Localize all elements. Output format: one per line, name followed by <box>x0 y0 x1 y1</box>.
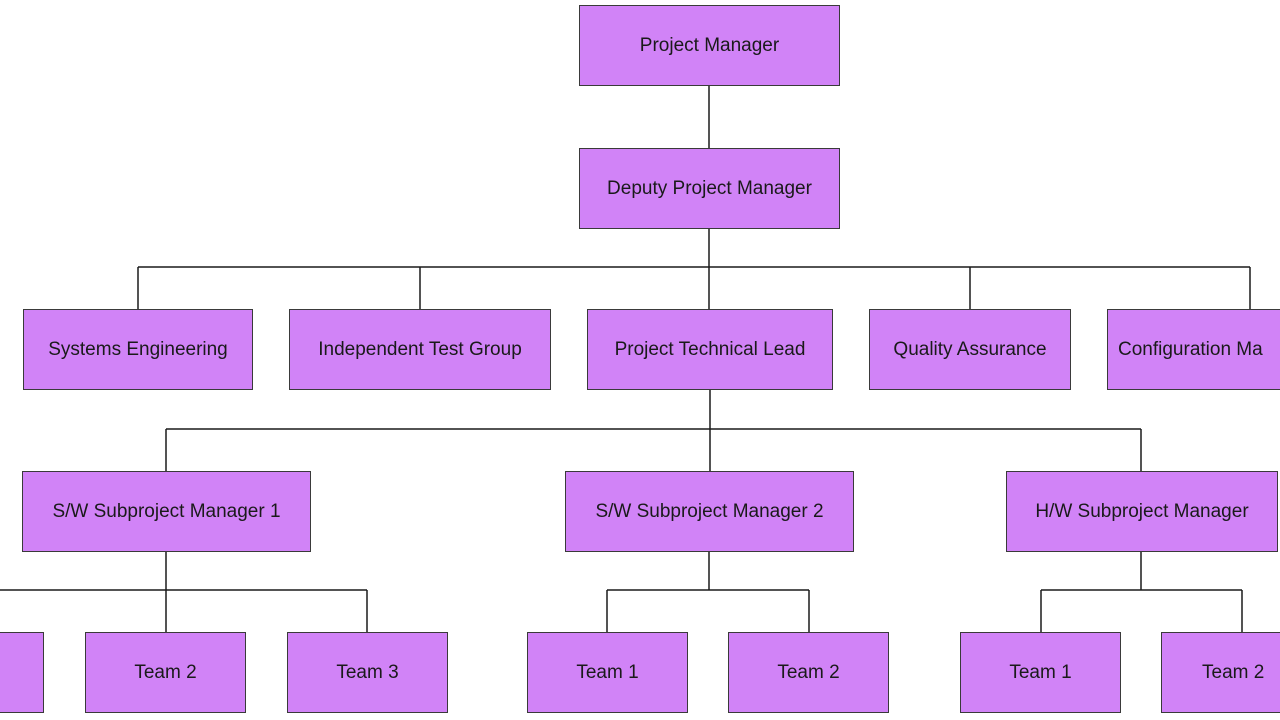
node-sw-subproject-manager-2[interactable]: S/W Subproject Manager 2 <box>565 471 854 552</box>
node-label: Independent Test Group <box>318 338 522 360</box>
node-label: S/W Subproject Manager 2 <box>595 500 824 522</box>
node-label: Team 1 <box>1009 661 1072 683</box>
node-label: Team 1 <box>576 661 639 683</box>
node-deputy-project-manager[interactable]: Deputy Project Manager <box>579 148 840 229</box>
node-sw-subproject-manager-1[interactable]: S/W Subproject Manager 1 <box>22 471 311 552</box>
node-label: Project Technical Lead <box>614 338 806 360</box>
node-sw1-team-1[interactable] <box>0 632 44 713</box>
node-label: Systems Engineering <box>48 338 228 360</box>
node-label: Project Manager <box>639 34 780 56</box>
node-label: Team 2 <box>777 661 840 683</box>
node-label: H/W Subproject Manager <box>1035 500 1249 522</box>
node-sw2-team-2[interactable]: Team 2 <box>728 632 889 713</box>
node-sw2-team-1[interactable]: Team 1 <box>527 632 688 713</box>
node-hw-subproject-manager[interactable]: H/W Subproject Manager <box>1006 471 1278 552</box>
node-systems-engineering[interactable]: Systems Engineering <box>23 309 253 390</box>
node-label: Team 2 <box>1202 661 1265 683</box>
node-hw-team-1[interactable]: Team 1 <box>960 632 1121 713</box>
node-label: Quality Assurance <box>893 338 1047 360</box>
node-project-manager[interactable]: Project Manager <box>579 5 840 86</box>
node-quality-assurance[interactable]: Quality Assurance <box>869 309 1071 390</box>
node-label: Deputy Project Manager <box>607 177 812 199</box>
node-configuration-management[interactable]: Configuration Ma <box>1107 309 1280 390</box>
node-sw1-team-3[interactable]: Team 3 <box>287 632 448 713</box>
node-independent-test-group[interactable]: Independent Test Group <box>289 309 551 390</box>
node-label: Team 3 <box>336 661 399 683</box>
node-label: S/W Subproject Manager 1 <box>52 500 281 522</box>
node-label: Configuration Ma <box>1118 338 1263 360</box>
node-label: Team 2 <box>134 661 197 683</box>
node-sw1-team-2[interactable]: Team 2 <box>85 632 246 713</box>
node-project-technical-lead[interactable]: Project Technical Lead <box>587 309 833 390</box>
node-hw-team-2[interactable]: Team 2 <box>1161 632 1280 713</box>
